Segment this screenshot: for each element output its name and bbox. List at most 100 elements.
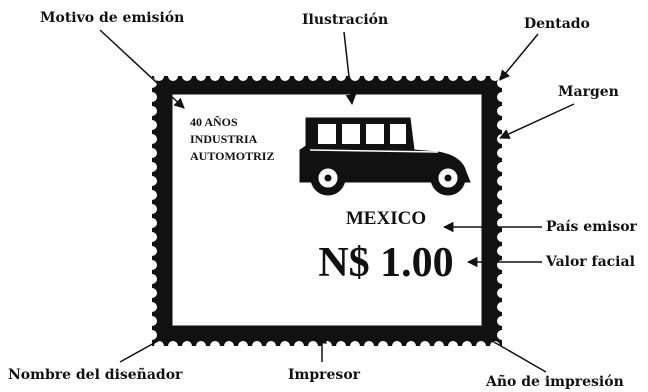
label-motivo: Motivo de emisión [40, 10, 184, 26]
perforation-hole [147, 92, 157, 102]
perforation-hole [252, 341, 262, 351]
perforation-hole [168, 71, 178, 81]
perforation-hole [147, 176, 157, 186]
perforation-hole [497, 190, 507, 200]
perforation-hole [182, 71, 192, 81]
stamp: 40 AÑOS INDUSTRIA AUTOMOTRIZ MEXICO N$ 1… [147, 71, 507, 351]
perforation-hole [147, 78, 157, 88]
perforation-hole [182, 341, 192, 351]
perforation-hole [350, 71, 360, 81]
theme-line-3: AUTOMOTRIZ [190, 149, 274, 163]
perforation-hole [392, 71, 402, 81]
perforation-hole [294, 341, 304, 351]
leader-motivo [99, 29, 185, 109]
leader-lines [99, 29, 575, 373]
perforation-hole [147, 134, 157, 144]
perforation-hole [196, 341, 206, 351]
perforation-hole [266, 71, 276, 81]
perforation-hole [497, 218, 507, 228]
perforation-hole [497, 148, 507, 158]
perforation-hole [497, 316, 507, 326]
perforation-hole [406, 341, 416, 351]
perforation-hole [147, 218, 157, 228]
leader-ilustracion [343, 31, 357, 106]
perforation-hole [147, 274, 157, 284]
leader-disenador [119, 331, 175, 363]
perforation-hole [420, 341, 430, 351]
leader-anio [479, 333, 547, 373]
label-anio: Año de impresión [485, 373, 624, 390]
perforation-hole [448, 341, 458, 351]
perforation-hole [462, 71, 472, 81]
perforation-hole [336, 341, 346, 351]
label-valor: Valor facial [545, 254, 635, 270]
label-dentado: Dentado [524, 16, 590, 32]
perforation-hole [308, 341, 318, 351]
perforation-hole [210, 71, 220, 81]
perforations [147, 71, 507, 351]
perforation-hole [147, 302, 157, 312]
perforation-hole [280, 71, 290, 81]
perforation-hole [294, 71, 304, 81]
perforation-hole [147, 232, 157, 242]
perforation-hole [147, 246, 157, 256]
stamp-inner-border [171, 93, 483, 327]
label-ilustracion: Ilustración [302, 12, 388, 28]
perforation-hole [147, 190, 157, 200]
vintage-car-icon [299, 117, 471, 196]
perforation-hole [308, 71, 318, 81]
perforation-hole [476, 341, 486, 351]
leader-dentado [499, 33, 539, 81]
perforation-hole [497, 78, 507, 88]
perforation-hole [497, 302, 507, 312]
perforation-hole [147, 330, 157, 340]
perforation-hole [497, 92, 507, 102]
label-disenador: Nombre del diseñador [8, 366, 183, 383]
leader-margen [499, 103, 575, 139]
perforation-hole [147, 162, 157, 172]
perforation-hole [364, 71, 374, 81]
perforation-hole [238, 71, 248, 81]
perforation-hole [147, 148, 157, 158]
perforation-hole [476, 71, 486, 81]
perforation-hole [448, 71, 458, 81]
perforation-hole [350, 341, 360, 351]
label-margen: Margen [558, 84, 619, 100]
perforation-hole [434, 341, 444, 351]
perforation-hole [224, 341, 234, 351]
perforation-hole [147, 260, 157, 270]
perforation-hole [322, 71, 332, 81]
perforation-hole [497, 274, 507, 284]
perforation-hole [322, 341, 332, 351]
perforation-hole [238, 341, 248, 351]
perforation-hole [378, 71, 388, 81]
perforation-hole [210, 341, 220, 351]
perforation-hole [154, 341, 164, 351]
perforation-hole [497, 232, 507, 242]
perforation-hole [497, 106, 507, 116]
perforation-hole [490, 71, 500, 81]
perforation-hole [336, 71, 346, 81]
label-impresor: Impresor [288, 367, 361, 383]
perforation-hole [147, 106, 157, 116]
perforation-hole [497, 246, 507, 256]
perforation-hole [196, 71, 206, 81]
perforation-hole [434, 71, 444, 81]
perforation-hole [154, 71, 164, 81]
face-value: N$ 1.00 [318, 240, 453, 286]
perforation-hole [266, 341, 276, 351]
perforation-hole [168, 341, 178, 351]
perforation-hole [378, 341, 388, 351]
theme-line-1: 40 AÑOS [190, 115, 238, 129]
perforation-hole [497, 162, 507, 172]
country-name: MEXICO [346, 208, 426, 229]
perforation-hole [497, 120, 507, 130]
perforation-hole [364, 341, 374, 351]
perforation-hole [406, 71, 416, 81]
theme-line-2: INDUSTRIA [190, 132, 258, 146]
perforation-hole [224, 71, 234, 81]
label-pais: País emisor [546, 219, 638, 235]
perforation-hole [497, 176, 507, 186]
perforation-hole [497, 288, 507, 298]
